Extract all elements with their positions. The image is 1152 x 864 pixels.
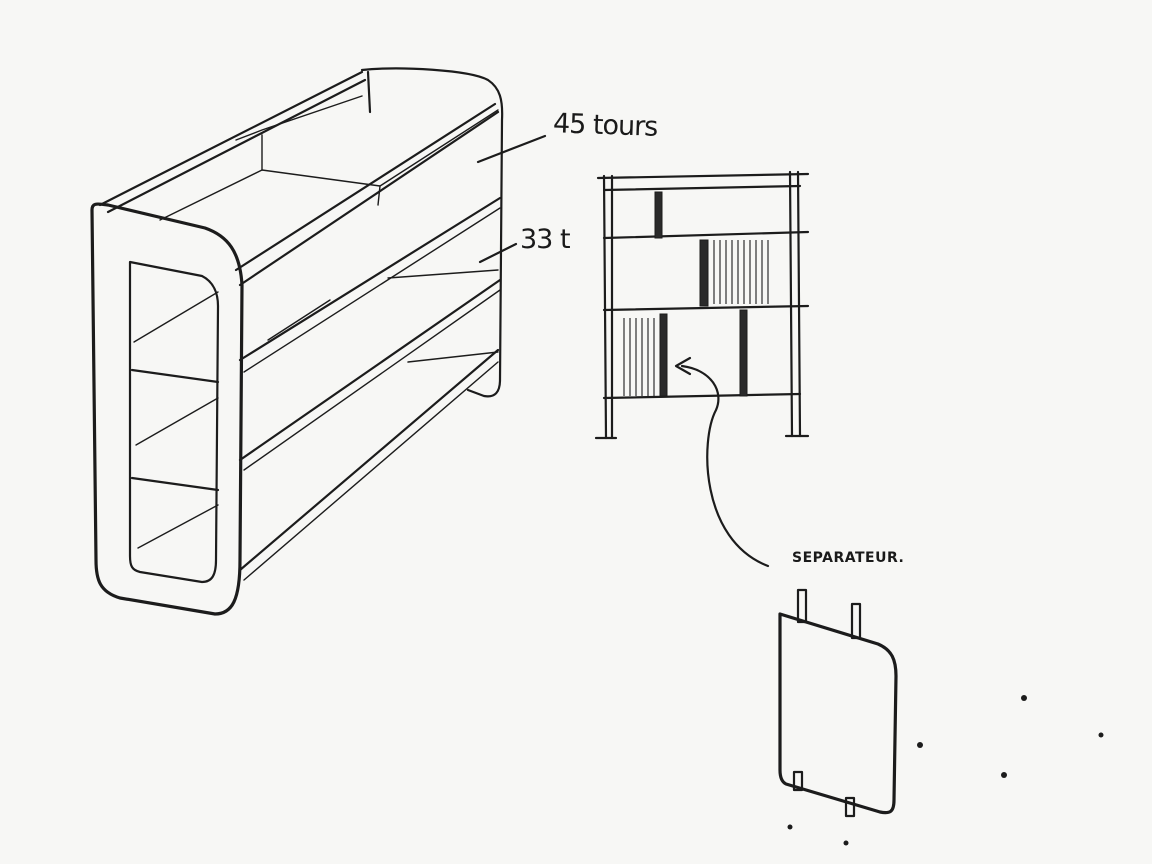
ink-specks (787, 695, 1104, 846)
separator-arrow-head (674, 356, 692, 376)
label-33-t: 33 t (520, 224, 571, 255)
pointer-33-t (478, 242, 518, 264)
front-elevation-sketch (594, 170, 810, 440)
record-cabinet-sketch (90, 67, 504, 616)
label-45-tours: 45 tours (552, 108, 658, 143)
separator-panel-sketch (778, 588, 898, 818)
separator-arrow (680, 364, 770, 568)
pointer-45-tours (476, 134, 547, 164)
label-separator: SEPARATEUR. (792, 550, 905, 566)
